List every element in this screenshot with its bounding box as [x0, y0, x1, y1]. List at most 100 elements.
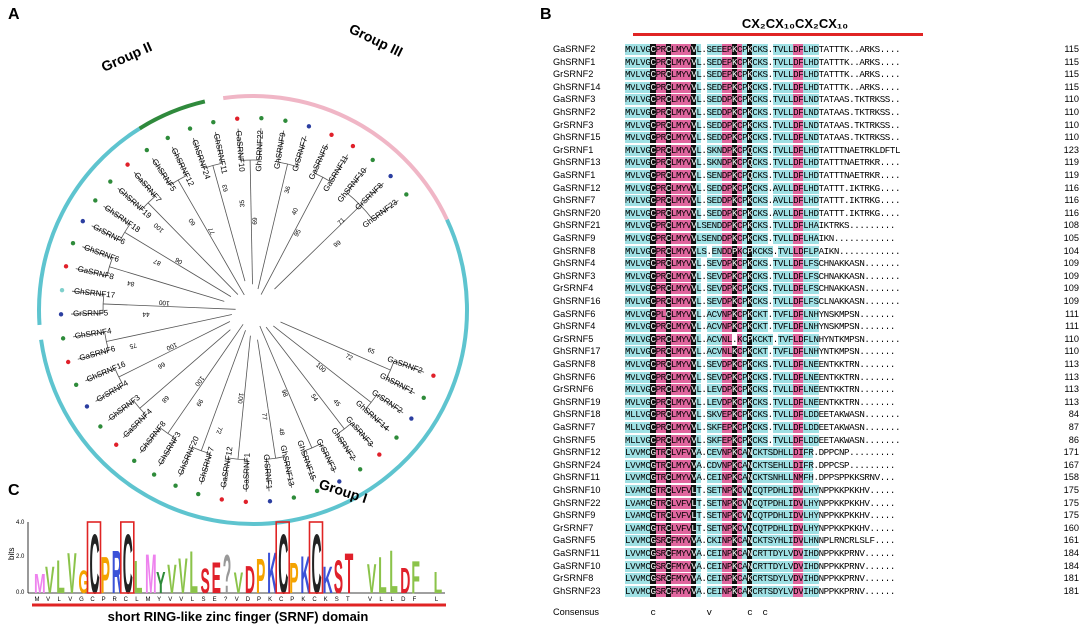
cysteine-box — [120, 521, 135, 594]
branch — [302, 451, 315, 482]
branch — [257, 239, 270, 290]
sequence-residues: LVAMCGTRCLVFVLT.SETNPKCVNCQTPDHLIDVLHYNP… — [625, 497, 895, 509]
leaf-dot — [306, 124, 312, 129]
sequence-length: 87 — [1068, 422, 1079, 432]
leaf-dot — [65, 359, 71, 365]
logo-letter: E — [212, 554, 221, 604]
tree-branches — [71, 128, 425, 492]
sequence-length: 181 — [1063, 573, 1079, 584]
branch — [223, 259, 245, 296]
logo-letter: M — [145, 542, 157, 605]
leaf-dot — [60, 336, 66, 341]
logo-position-label: K — [268, 597, 272, 603]
branch — [227, 330, 246, 378]
leaf-dot — [329, 132, 334, 137]
logo-position-label: V — [46, 597, 50, 603]
branch — [200, 453, 211, 485]
sequence-length: 110 — [1064, 132, 1079, 143]
leaf-dot — [80, 218, 86, 224]
leaf-label: GaSRNF1 — [241, 452, 251, 490]
sequence-name: GhSRNF4 — [553, 321, 596, 332]
branch — [77, 350, 109, 360]
leaf-label: GhSRNF11 — [212, 133, 229, 175]
branch — [118, 348, 177, 378]
sequence-residues: LVAMCGTRCLVFVLT.SETNPKCVNCQTPDHLIDVLHYNP… — [625, 510, 895, 522]
bootstrap-value: 72 — [214, 426, 223, 435]
branch-arc — [203, 162, 223, 169]
sequence-length: 115 — [1064, 81, 1079, 92]
branch — [192, 137, 205, 169]
branch — [152, 158, 171, 186]
leaf-dot — [409, 416, 414, 421]
leaf-dot — [377, 452, 382, 457]
branch — [85, 368, 116, 382]
sequence-name: GhSRNF12 — [553, 447, 601, 458]
sequence-residues: MVLVGCPRCLMYVVLSENDDPKCPKCKS.TVLLDFLHAIK… — [625, 220, 895, 232]
leaf-dot — [165, 135, 170, 141]
branch — [82, 246, 113, 259]
bootstrap-value: 100 — [314, 362, 327, 375]
leaf-dot — [125, 162, 130, 167]
leaf-dot — [314, 488, 320, 494]
sequence-name: GhSRNF1 — [553, 56, 596, 67]
sequence-residues: LVVMCGTRCLMYVVA.CEINPKCANCKTSNHLLNMFH.DP… — [625, 472, 895, 484]
sequence-length: 115 — [1064, 44, 1079, 54]
branch — [103, 205, 131, 225]
logo-letter: G — [78, 566, 89, 601]
logo-position-label: L — [391, 597, 395, 603]
sequence-name: GhSRNF23 — [553, 585, 601, 596]
leaf-labels: GaSRNF2GhSRNF1GrSRNF2GhSRNF14GaSRNF3GhSR… — [58, 115, 436, 505]
sequence-length: 181 — [1063, 585, 1079, 596]
bootstrap-value: 100 — [158, 298, 170, 306]
branch — [237, 128, 242, 161]
sequence-name: GhSRNF9 — [553, 510, 596, 521]
bootstrap-value: 06 — [174, 255, 184, 265]
sequence-length: 119 — [1064, 157, 1079, 168]
bootstrap-value: 99 — [333, 239, 343, 249]
leaf-label: GhSRNF24 — [190, 138, 212, 181]
leaf-dot — [114, 442, 119, 447]
branch — [360, 182, 384, 206]
bootstrap-value: 63 — [221, 183, 229, 192]
leaf-dot — [108, 179, 113, 184]
branch — [158, 438, 177, 467]
leaf-dot — [196, 491, 201, 497]
branch — [225, 213, 246, 282]
sequence-residues: MVLVGCPRCLMYVVL.SEDDPKCPKCKS.TVLLDFLNDTA… — [625, 132, 901, 144]
branch — [274, 239, 325, 290]
leaf-dot — [283, 118, 288, 123]
leaf-label: GaSRNF12 — [219, 445, 235, 488]
logo-position-label: C — [312, 597, 317, 603]
branch — [346, 167, 367, 193]
bootstrap-value: 66 — [156, 360, 166, 370]
logo-letter: L — [389, 539, 398, 607]
branch — [260, 258, 281, 295]
logo-letter: C — [90, 516, 100, 611]
branch — [393, 360, 425, 373]
motif-bar — [633, 33, 923, 36]
branch — [364, 409, 390, 432]
sequence-name: GrSRNF4 — [553, 283, 594, 294]
branch — [108, 400, 135, 421]
sequence-residues: LVVMCGSRCFMYVVA.CEINPKCAKCRTSDYLVDVIHDNP… — [625, 585, 895, 597]
leaf-dot — [337, 479, 342, 484]
logo-position-label: V — [368, 597, 372, 603]
sequence-length: 104 — [1063, 245, 1079, 256]
sequence-residues: MVLVGCPRCLMYVVL.SEDDPKCPKCKS.TVLLDFLNDTA… — [625, 94, 901, 106]
branch — [344, 349, 391, 371]
sequence-name: GhSRNF5 — [553, 434, 596, 445]
sequence-residues: MVLVGCPRCLMYVVL.LEVDPKCPKCKS.TVLLDFLNEEN… — [625, 396, 895, 408]
logo-position-label: R — [113, 597, 118, 603]
cysteine-box — [86, 521, 102, 594]
sequence-name: GaSRNF8 — [553, 359, 596, 369]
consensus-label: Consensus — [553, 607, 599, 617]
logo-position-label: T — [346, 597, 350, 603]
logo-position-label: D — [246, 597, 251, 603]
group-2-label: Group II — [99, 38, 155, 74]
sequence-residues: MVLVGCPRCLMYVVL.SEDDPKCPKCKS.AVLLDFLHDTA… — [625, 182, 901, 194]
sequence-residues: MVLVGCPRCLMYVVL.LEVDPKCPKCKS.TVLLDFLNEEN… — [625, 384, 895, 396]
branch — [277, 130, 285, 163]
sequence-residues: LVVMCGTRCLVFVVA.CEVNPKCANCKTSDHLLDIFR.DP… — [625, 447, 895, 459]
bootstrap-value: 60 — [187, 216, 197, 226]
